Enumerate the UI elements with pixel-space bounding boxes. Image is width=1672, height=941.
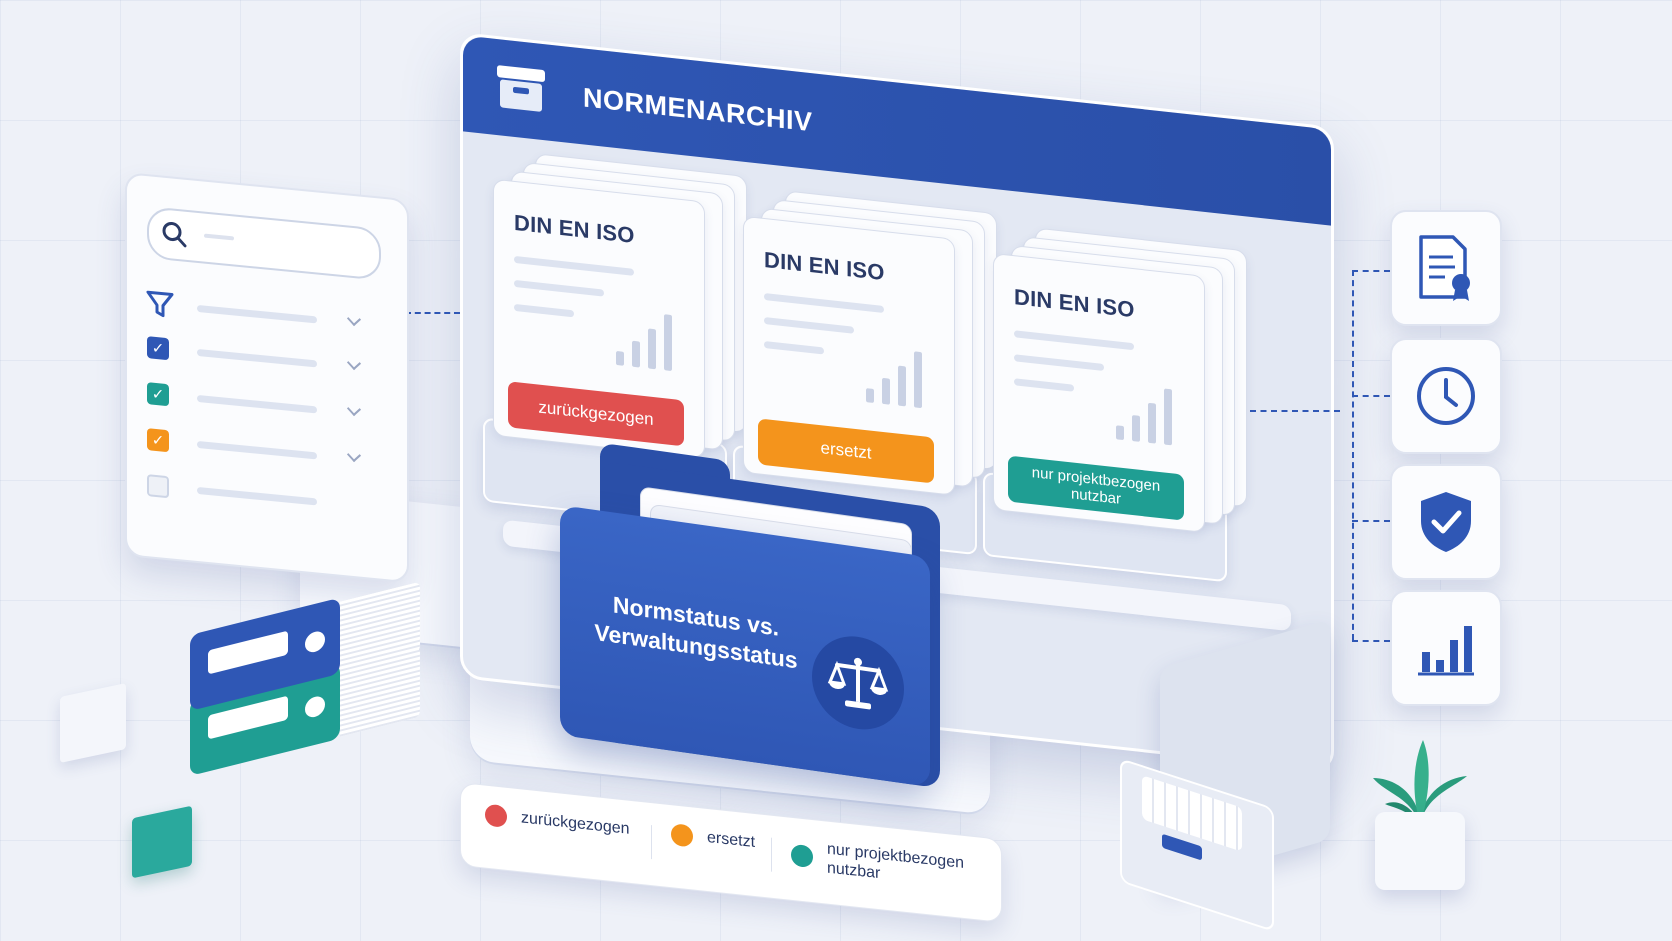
legend-item: zurückgezogen bbox=[485, 803, 630, 841]
chevron-down-icon[interactable] bbox=[346, 447, 362, 463]
legend-item: ersetzt bbox=[671, 823, 755, 854]
archive-box-icon bbox=[493, 61, 549, 122]
filing-cabinet bbox=[1120, 619, 1330, 933]
status-folder[interactable]: Normstatus vs. Verwaltungsstatus bbox=[560, 442, 960, 821]
legend-label: zurückgezogen bbox=[521, 809, 630, 838]
chevron-down-icon[interactable] bbox=[346, 401, 362, 417]
document-card[interactable]: DIN EN ISO nur projektbezogen nutzbar bbox=[993, 252, 1205, 533]
filter-panel: ✓ ✓ ✓ bbox=[125, 172, 409, 584]
folder-label: Normstatus vs. Verwaltungsstatus bbox=[594, 591, 798, 674]
chevron-down-icon[interactable] bbox=[346, 355, 362, 371]
certificate-tile[interactable] bbox=[1390, 210, 1502, 326]
clock-tile[interactable] bbox=[1390, 338, 1502, 454]
plant-pot bbox=[1375, 812, 1465, 890]
status-badge: zurückgezogen bbox=[508, 381, 684, 447]
legend-label: ersetzt bbox=[707, 828, 756, 852]
chart-tile[interactable] bbox=[1390, 590, 1502, 706]
checkbox[interactable] bbox=[147, 474, 169, 499]
connector-line bbox=[1352, 640, 1390, 642]
legend-dot bbox=[791, 843, 813, 869]
window-title: NORMENARCHIV bbox=[583, 82, 813, 138]
plant-icon bbox=[1365, 738, 1475, 833]
connector-line bbox=[1352, 270, 1354, 640]
status-badge: ersetzt bbox=[758, 418, 934, 484]
connector-line bbox=[1250, 410, 1340, 412]
document-title: DIN EN ISO bbox=[514, 209, 635, 248]
shield-check-icon bbox=[1421, 492, 1471, 552]
search-icon bbox=[161, 219, 187, 253]
checkbox[interactable]: ✓ bbox=[147, 336, 169, 361]
status-badge: nur projektbezogen nutzbar bbox=[1008, 455, 1184, 521]
scale-icon bbox=[812, 630, 904, 736]
archive-window: NORMENARCHIV DIN EN ISO zurückgezogen DI… bbox=[460, 32, 1334, 773]
connector-line bbox=[1352, 395, 1390, 397]
document-card[interactable]: DIN EN ISO zurückgezogen bbox=[493, 178, 705, 459]
filter-icon[interactable] bbox=[145, 288, 175, 326]
connector-line bbox=[405, 312, 460, 314]
mini-chart-icon bbox=[1116, 379, 1176, 446]
connector-line bbox=[1352, 270, 1390, 272]
shield-tile[interactable] bbox=[1390, 464, 1502, 580]
bar-chart-icon bbox=[1418, 626, 1474, 676]
certificate-document-icon bbox=[1419, 235, 1470, 301]
window-header: NORMENARCHIV bbox=[463, 35, 1331, 226]
mini-chart-icon bbox=[866, 342, 926, 409]
connector-line bbox=[1352, 520, 1390, 522]
decorative-cube bbox=[132, 805, 192, 879]
document-title: DIN EN ISO bbox=[1014, 284, 1135, 323]
document-title: DIN EN ISO bbox=[764, 247, 885, 286]
search-input[interactable] bbox=[147, 206, 381, 281]
checkbox[interactable]: ✓ bbox=[147, 382, 169, 407]
chevron-down-icon[interactable] bbox=[346, 311, 362, 327]
folder-front: Normstatus vs. Verwaltungsstatus bbox=[560, 505, 930, 788]
checkbox[interactable]: ✓ bbox=[147, 428, 169, 453]
mini-chart-icon bbox=[616, 305, 676, 372]
legend-label: nur projektbezogen nutzbar bbox=[827, 840, 964, 883]
legend-item: nur projektbezogen nutzbar bbox=[791, 836, 991, 895]
clock-icon bbox=[1417, 367, 1475, 425]
document-card[interactable]: DIN EN ISO ersetzt bbox=[743, 215, 955, 496]
decorative-cube bbox=[60, 682, 126, 764]
legend-dot bbox=[671, 823, 693, 848]
legend-dot bbox=[485, 803, 507, 828]
